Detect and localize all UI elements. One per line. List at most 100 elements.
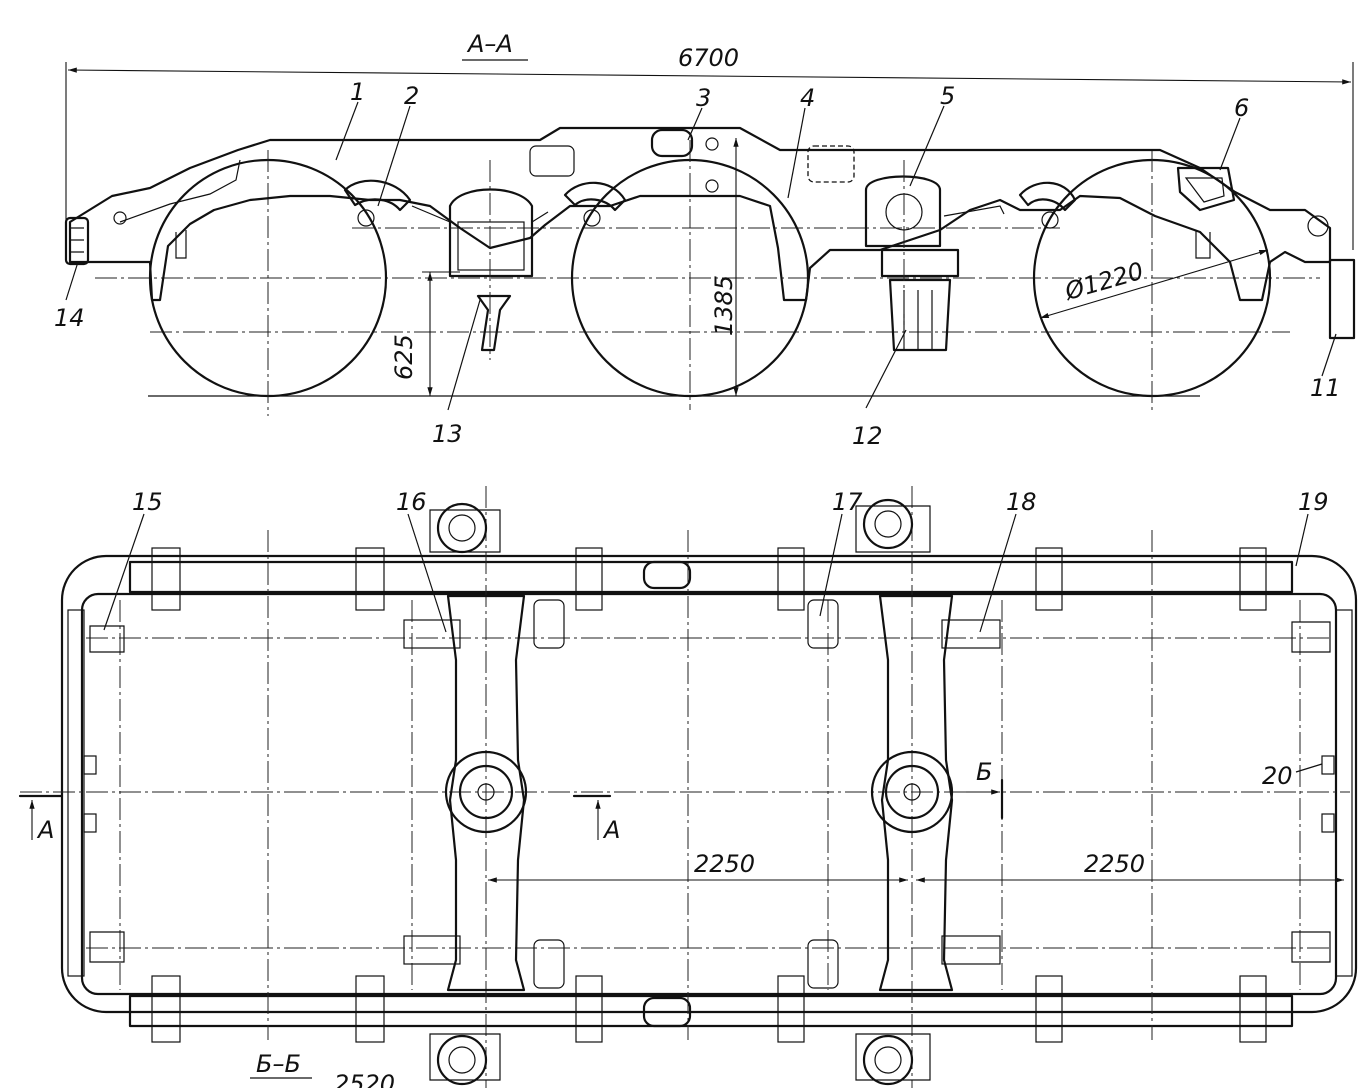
bracket xyxy=(1239,975,1267,1043)
brake-hanger-13 xyxy=(476,294,512,352)
element-6 xyxy=(1176,166,1236,212)
callout-6: 6 xyxy=(1234,94,1249,122)
leader-20 xyxy=(1295,763,1323,773)
crossbeam-right xyxy=(878,594,954,992)
arm-bottom-left xyxy=(403,935,461,965)
pin-right xyxy=(1307,215,1329,237)
callout-4: 4 xyxy=(800,84,815,112)
bracket xyxy=(1035,975,1063,1043)
bracket xyxy=(777,547,805,611)
callout-3: 3 xyxy=(696,84,711,112)
bearer-bottom-left-inner xyxy=(448,1046,476,1074)
callout-12: 12 xyxy=(852,422,883,450)
arm-16 xyxy=(403,619,461,649)
leader-3 xyxy=(687,107,703,141)
element-3-pin xyxy=(705,137,719,151)
leader-12 xyxy=(865,329,907,409)
longitudinal-beam-top xyxy=(128,560,1294,594)
element-3 xyxy=(650,128,694,158)
height-value: 1385 xyxy=(710,275,738,336)
axle-box-13 xyxy=(448,188,534,278)
callout-11: 11 xyxy=(1310,374,1341,402)
element-6-inner xyxy=(1184,177,1225,203)
plan-view: 2250 2250 А А Б 15 16 17 18 19 20 Б–Б 25… xyxy=(18,486,1358,1088)
bearer-bottom-right xyxy=(862,1034,914,1086)
leader-16 xyxy=(407,513,447,633)
bracket xyxy=(575,547,603,611)
arm-bottom-right xyxy=(941,935,1001,965)
end-springs-15 xyxy=(89,621,1331,963)
leader-15 xyxy=(103,513,145,631)
spring-set-5 xyxy=(880,248,960,278)
end-beam-right xyxy=(1335,609,1353,977)
arm-18 xyxy=(941,619,1001,649)
bearer-housings xyxy=(429,505,931,1081)
bearer-bottom-right-inner xyxy=(874,1046,902,1074)
bearer-top-left-inner xyxy=(448,514,476,542)
base-right-value: 2250 xyxy=(1084,850,1145,878)
callout-2: 2 xyxy=(404,82,419,110)
pivot-left-inner xyxy=(458,764,514,820)
element-hidden-4 xyxy=(807,145,855,183)
leader-17 xyxy=(819,513,843,617)
axle-height-value: 625 xyxy=(390,334,418,380)
leader-6 xyxy=(1219,117,1241,171)
spring-pin-mid xyxy=(583,209,601,227)
element-bracket-upper xyxy=(529,145,575,177)
section-aa-title: А–А xyxy=(466,30,513,58)
callout-1: 1 xyxy=(350,78,365,106)
callout-16: 16 xyxy=(396,488,427,516)
leader-5 xyxy=(909,105,945,187)
leader-11 xyxy=(1321,333,1337,377)
end-beam-left xyxy=(67,609,85,977)
spring-bracket-2 xyxy=(343,179,412,212)
side-bearers xyxy=(429,498,931,1086)
pin-left-b xyxy=(83,813,97,833)
bearer-bottom-left xyxy=(436,1034,488,1086)
overall-length-value: 6700 xyxy=(678,44,739,72)
element-20 xyxy=(1321,755,1335,775)
bracket xyxy=(1239,547,1267,611)
callout-5: 5 xyxy=(940,82,955,110)
center-plate-bottom xyxy=(642,996,692,1028)
pivot-left-outer xyxy=(444,750,528,834)
bracket xyxy=(151,975,181,1043)
overall-length-dimension-line xyxy=(67,67,1352,85)
wheel-diameter-dimension-line xyxy=(1039,249,1269,319)
spring-pin-right xyxy=(1041,211,1059,229)
axle-box-13-inner xyxy=(457,221,525,271)
callout-14: 14 xyxy=(54,304,85,332)
leader-18 xyxy=(979,513,1017,633)
pin-left-a xyxy=(83,755,97,775)
spring-hanger-5 xyxy=(864,175,942,248)
leader-4 xyxy=(787,107,806,199)
longitudinal-beam-bottom xyxy=(128,994,1294,1028)
bracket xyxy=(575,975,603,1043)
center-plate-top xyxy=(642,560,692,590)
leader-14 xyxy=(65,261,79,301)
bracket xyxy=(777,975,805,1043)
pivot-right-inner xyxy=(884,764,940,820)
leader-2 xyxy=(377,105,411,207)
crossbeam-left xyxy=(446,594,526,992)
spring-pin-2 xyxy=(357,209,375,227)
bracket-bottom-left xyxy=(533,939,565,989)
bracket-bottom-right xyxy=(807,939,839,989)
bracket xyxy=(355,547,385,611)
beam-brackets xyxy=(83,547,1335,1043)
element-3-pin2 xyxy=(705,179,719,193)
callout-19: 19 xyxy=(1298,488,1329,516)
callout-17: 17 xyxy=(832,488,863,516)
axle-box-12 xyxy=(888,278,952,352)
side-frame-outline xyxy=(68,126,1332,302)
section-bb-title: Б–Б xyxy=(256,1050,301,1078)
spring-bracket-right xyxy=(1018,181,1077,212)
bracket xyxy=(1035,547,1063,611)
leader-19 xyxy=(1295,513,1309,567)
cut-b-label: Б xyxy=(976,758,992,786)
spring-bracket-mid xyxy=(563,181,627,212)
leader-13 xyxy=(447,299,481,411)
element-11 xyxy=(1328,258,1356,340)
side-frame-inner-left xyxy=(119,159,241,223)
